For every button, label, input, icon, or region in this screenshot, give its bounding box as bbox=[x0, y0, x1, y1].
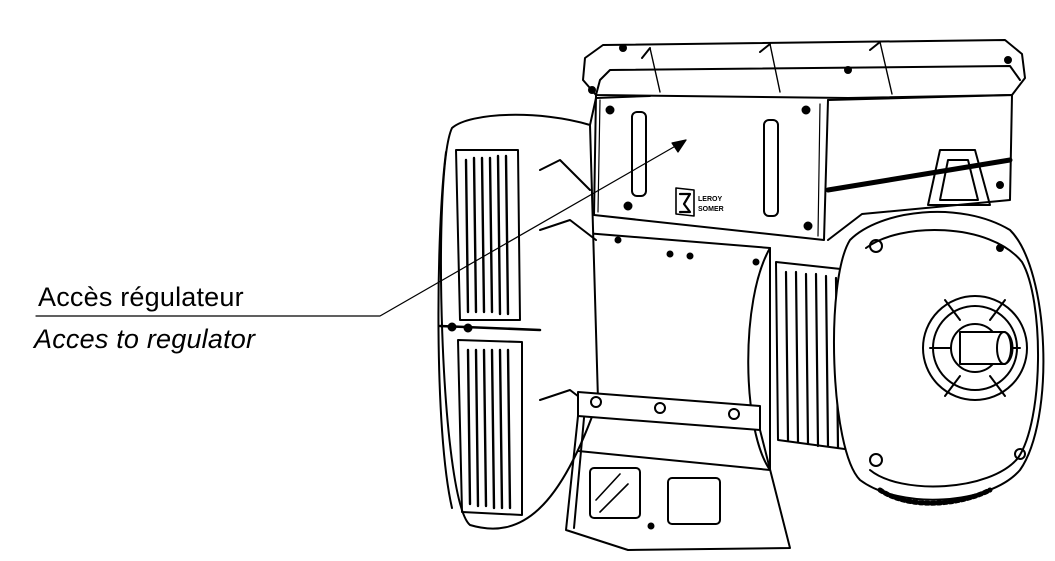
logo-line1: LEROY bbox=[698, 196, 722, 203]
terminal-box: LEROY SOMER bbox=[582, 39, 1026, 241]
callout-label-en: Acces to regulator bbox=[34, 324, 256, 354]
mounting-foot bbox=[565, 391, 791, 551]
callout-leader bbox=[35, 139, 687, 317]
drive-end-shield bbox=[747, 149, 1045, 506]
logo-line2: SOMER bbox=[698, 206, 724, 213]
air-inlet-grille bbox=[437, 95, 651, 530]
brand-logo: LEROY SOMER bbox=[675, 187, 724, 217]
callout-label-fr: Accès régulateur bbox=[38, 282, 244, 312]
